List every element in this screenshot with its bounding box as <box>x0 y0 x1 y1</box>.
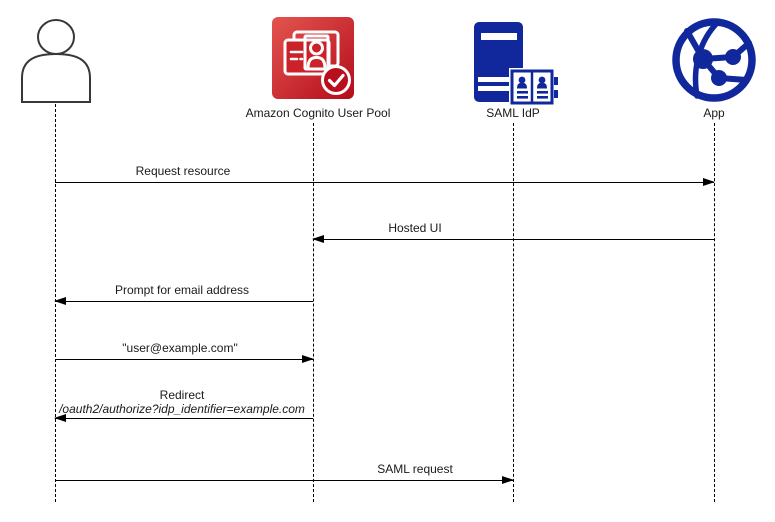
lifeline-app <box>714 123 715 502</box>
actor-label-cognito: Amazon Cognito User Pool <box>245 106 391 120</box>
actor-app <box>671 17 757 108</box>
message-line <box>55 476 514 484</box>
actor-cognito <box>272 17 354 104</box>
arrowhead-left-icon <box>312 235 324 243</box>
actor-saml-idp <box>472 20 558 111</box>
arrowhead-right-icon <box>703 178 715 186</box>
actor-label-app: App <box>703 106 725 120</box>
message-line <box>312 235 714 243</box>
message-line <box>55 178 715 186</box>
message-label: Hosted UI <box>386 221 444 236</box>
amazon-cognito-icon <box>272 17 354 99</box>
person-icon <box>21 19 91 103</box>
lifeline-cognito <box>313 123 314 502</box>
message-line <box>55 355 314 363</box>
actor-user <box>17 10 95 109</box>
arrowhead-left-icon <box>54 414 66 422</box>
message-label: "user@example.com" <box>120 341 240 356</box>
arrowhead-right-icon <box>302 355 314 363</box>
redirect-url-line2: /oauth2/authorize?idp_identifier=example… <box>59 401 305 416</box>
message-line <box>54 414 313 422</box>
message-label: Prompt for email address <box>112 283 252 298</box>
message-label: Request resource <box>133 164 233 179</box>
app-globe-icon <box>672 18 756 102</box>
redirect-label-line1: Redirect <box>159 388 205 402</box>
message-line <box>54 297 313 305</box>
message-label: SAML request <box>375 462 455 477</box>
arrowhead-right-icon <box>502 476 514 484</box>
saml-idp-server-icon <box>474 22 558 106</box>
message-label: Redirect /oauth2/authorize?idp_identifie… <box>57 388 307 416</box>
actor-label-saml-idp: SAML IdP <box>486 106 540 120</box>
arrowhead-left-icon <box>54 297 66 305</box>
lifeline-saml-idp <box>513 123 514 502</box>
directory-book-icon <box>509 68 558 106</box>
